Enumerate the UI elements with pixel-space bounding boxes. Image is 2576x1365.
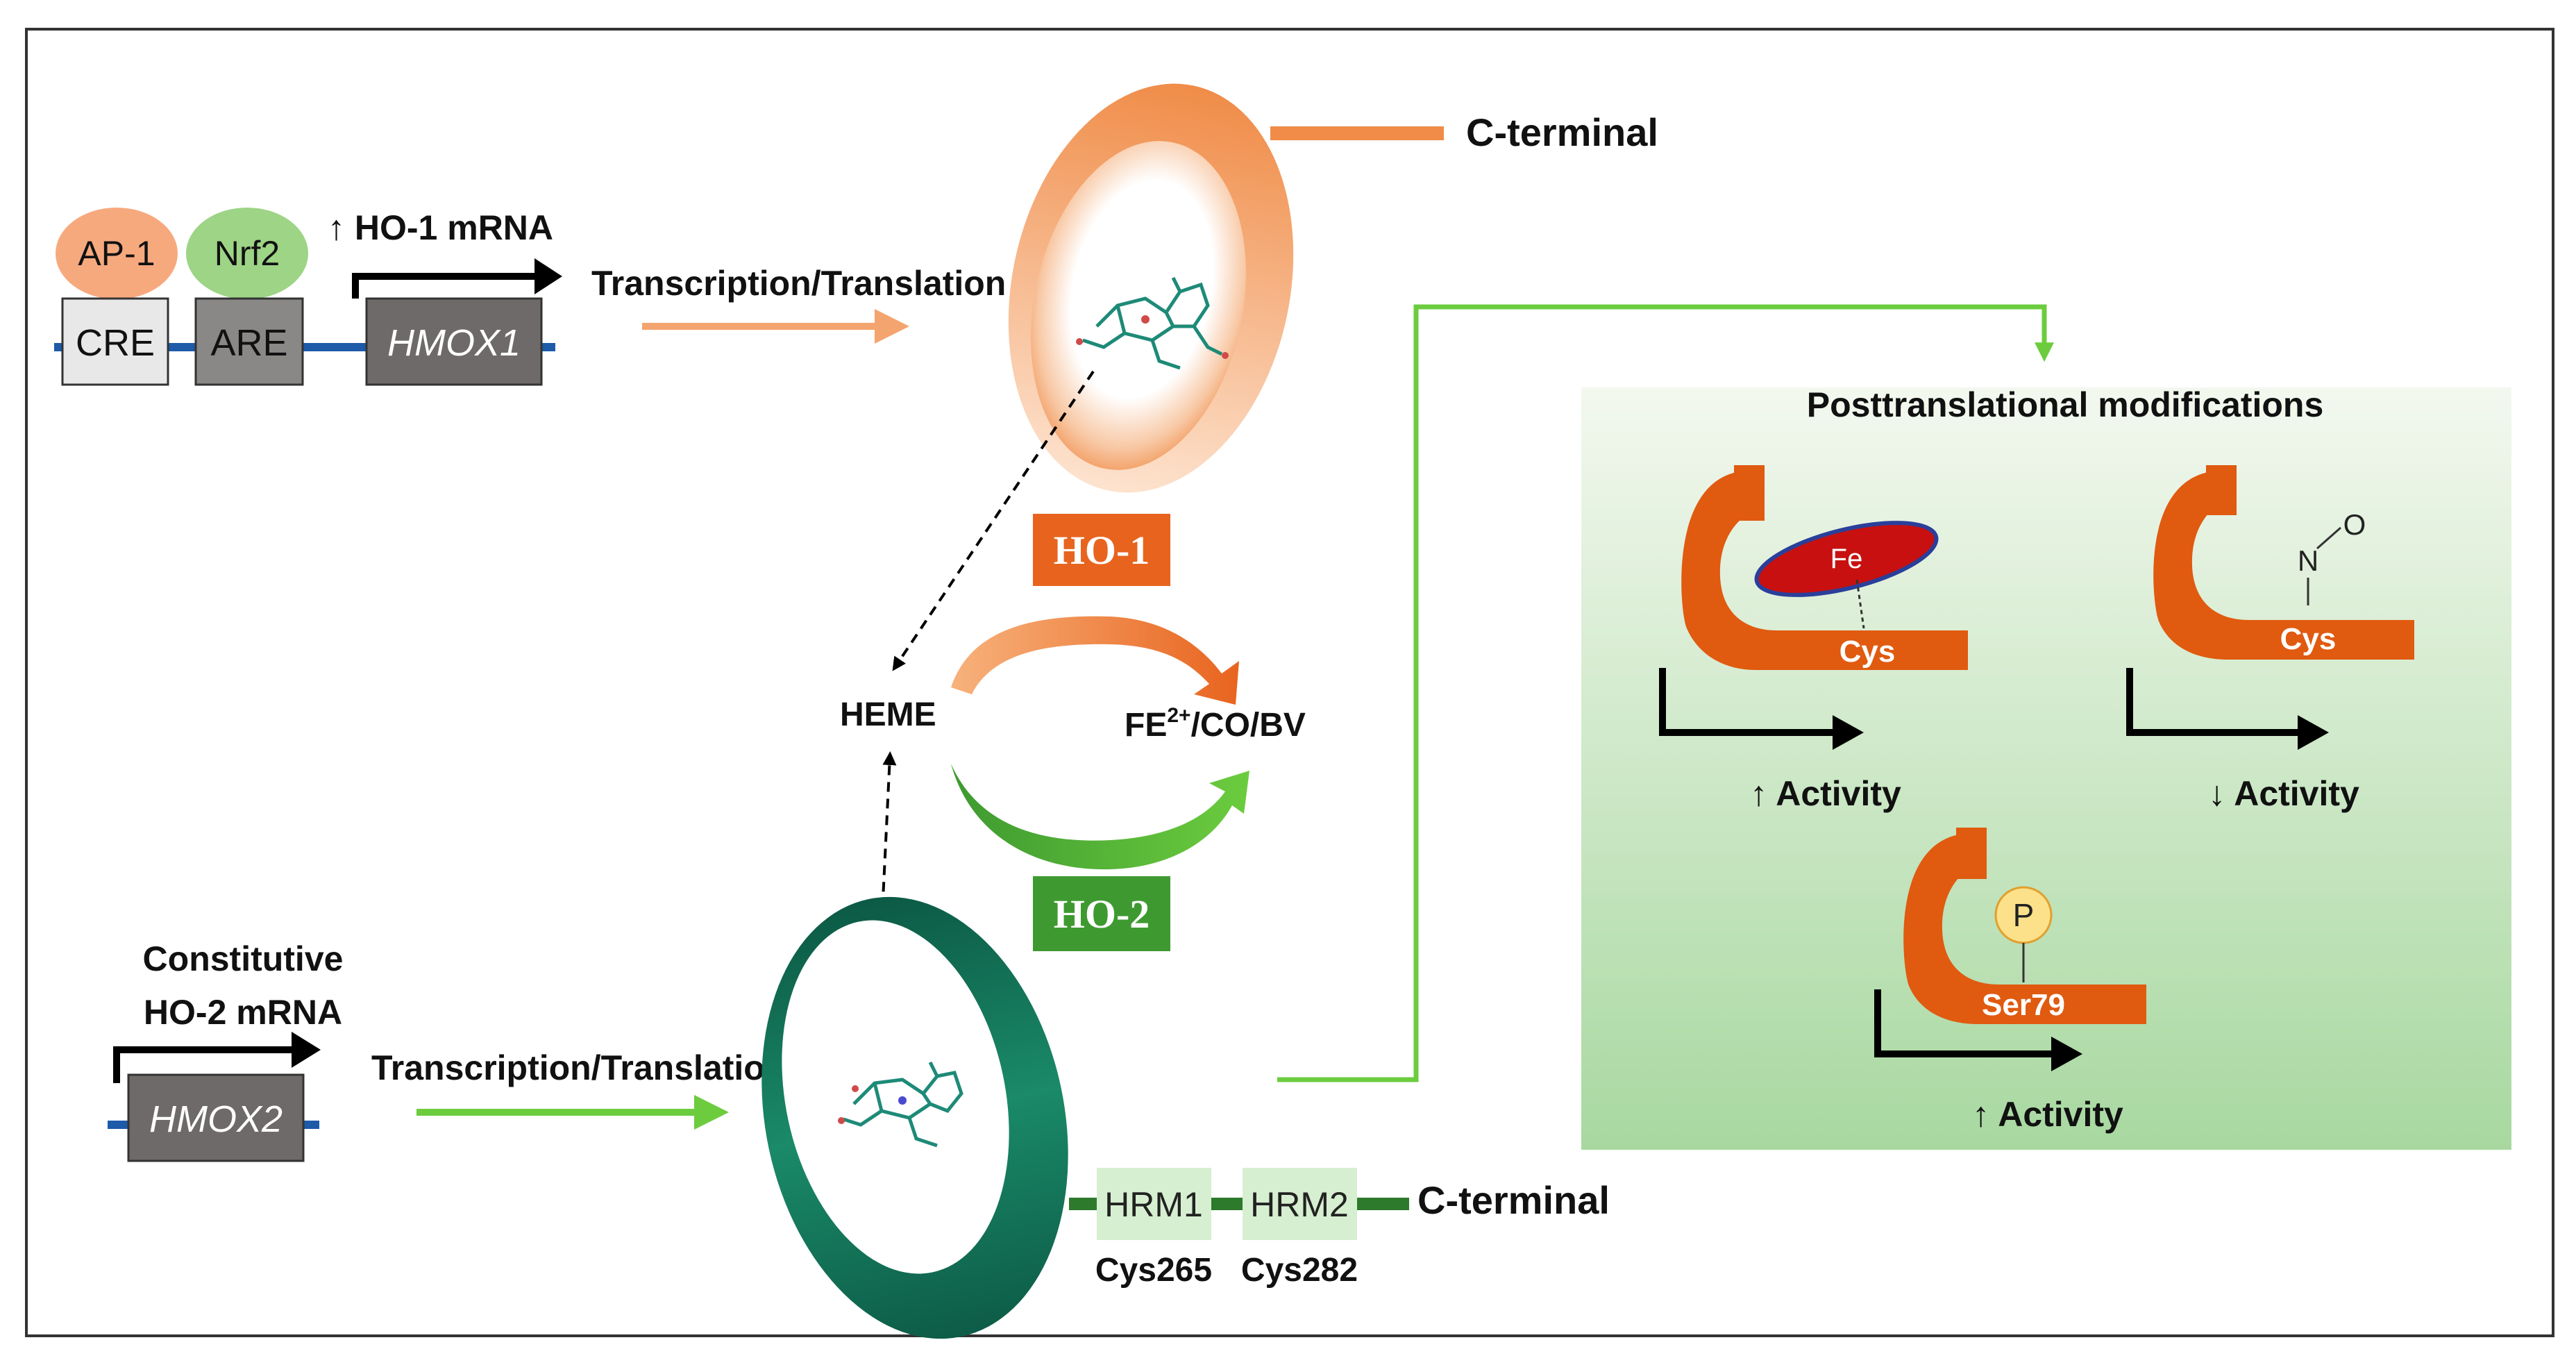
ho-c-shape-3	[1903, 833, 2146, 1024]
activity-arrowhead-2	[2298, 715, 2329, 750]
ho1-c-terminal-label: C-terminal	[1466, 110, 1658, 154]
fe-label: Fe	[1830, 544, 1863, 574]
activity-label-1: ↑ Activity	[1750, 774, 1901, 813]
ho2-mrna-line1: Constitutive	[143, 939, 344, 978]
cys-label-1: Cys	[1840, 635, 1896, 669]
cre-box	[61, 297, 169, 386]
cys282-label: Cys282	[1241, 1252, 1358, 1289]
ho1-label-box	[1033, 514, 1170, 586]
ptm-connector-arrow	[1277, 304, 2054, 1082]
ho2-reaction-arrow	[951, 764, 1249, 870]
ptm-fe-cys: Fe Cys ↑ Activity	[1659, 465, 1968, 813]
ptm-panel: Posttranslational modifications Fe Cys ↑…	[1581, 385, 2511, 1150]
heme-label: HEME	[840, 696, 936, 733]
ho2-pocket	[782, 920, 1009, 1274]
ho2-process-label: Transcription/Translation	[371, 1048, 786, 1087]
no-n-label: N	[2298, 544, 2318, 577]
activity-arrow-3	[1874, 989, 2051, 1057]
ho2-label-box	[1033, 876, 1170, 951]
ap1-label: AP-1	[78, 234, 155, 273]
ho1-to-heme-dashed-arrow	[892, 370, 1095, 671]
hrm2-box	[1243, 1168, 1357, 1240]
hmox2-gene-box	[127, 1073, 305, 1162]
activity-arrowhead-1	[1833, 715, 1864, 750]
activity-arrow-1	[1659, 668, 1833, 736]
ptm-title: Posttranslational modifications	[1807, 385, 2324, 424]
hmox1-gene-box	[365, 297, 543, 386]
ho-c-shape-1	[1681, 471, 1968, 670]
ho-c-shape-3-top	[1956, 828, 1987, 879]
ho2-gene-region: Constitutive HO-2 mRNA HMOX2 Transcripti…	[108, 939, 786, 1162]
ho1-label: HO-1	[1054, 528, 1150, 573]
ho2-label: HO-2	[1054, 891, 1150, 937]
activity-arrowhead-3	[2051, 1037, 2082, 1071]
cys265-label: Cys265	[1095, 1252, 1212, 1289]
hrm2-label: HRM2	[1250, 1185, 1349, 1224]
activity-label-3: ↑ Activity	[1972, 1095, 2123, 1134]
ho1-gene-region: AP-1 Nrf2 CRE ARE ↑ HO-1 mRNA HMOX1 Tran…	[54, 208, 1006, 386]
ho2-protein: HRM1 HRM2 Cys265 Cys282 C-terminal	[761, 896, 1610, 1339]
ap1-factor	[56, 208, 178, 299]
fe-heme-ellipse	[1754, 521, 1939, 597]
phosphate-label: P	[2013, 897, 2035, 933]
no-o-label: O	[2343, 508, 2366, 541]
nrf2-factor	[186, 208, 308, 299]
ho1-reaction-arrow	[951, 616, 1239, 705]
ptm-no-cys: N O Cys ↓ Activity	[2126, 465, 2414, 813]
hrm1-box	[1097, 1168, 1211, 1240]
hmox2-label: HMOX2	[149, 1098, 283, 1140]
product-label: FE2+/CO/BV	[1125, 704, 1306, 744]
ho1-process-label: Transcription/Translation	[591, 264, 1006, 303]
ho2-transcription-arrowhead	[292, 1032, 321, 1068]
are-label: ARE	[210, 322, 287, 364]
heme-molecule-ho1	[1076, 276, 1229, 370]
ser79-label: Ser79	[1982, 988, 2065, 1022]
are-box	[194, 297, 304, 386]
activity-arrow-2	[2126, 668, 2298, 736]
cys-label-2: Cys	[2280, 622, 2337, 656]
ho1-pocket	[1031, 141, 1246, 470]
activity-label-2: ↓ Activity	[2208, 774, 2359, 813]
ho-c-shape-1-top	[1734, 465, 1765, 521]
reaction: HEME FE2+/CO/BV	[840, 616, 1306, 870]
n-o-bond	[2316, 526, 2341, 550]
nrf2-label: Nrf2	[214, 234, 280, 273]
hmox1-label: HMOX1	[387, 322, 521, 364]
ho1-transcription-arrowhead	[534, 258, 562, 294]
ho1-transcription-start-arrow	[352, 273, 534, 299]
hrm1-label: HRM1	[1104, 1185, 1203, 1224]
ho-c-shape-2	[2153, 471, 2414, 660]
ho2-c-terminal-label: C-terminal	[1417, 1178, 1610, 1222]
ho2-transcription-start-arrow	[113, 1046, 292, 1083]
cre-label: CRE	[76, 322, 155, 364]
heme-molecule-ho2	[838, 1061, 963, 1148]
ho2-mrna-line2: HO-2 mRNA	[144, 993, 342, 1032]
fe-cys-bond	[1855, 579, 1865, 629]
ho1-mrna-label: ↑ HO-1 mRNA	[328, 208, 553, 247]
ho-c-shape-2-top	[2206, 465, 2237, 515]
ptm-phospho-ser: P Ser79 ↑ Activity	[1874, 828, 2146, 1134]
